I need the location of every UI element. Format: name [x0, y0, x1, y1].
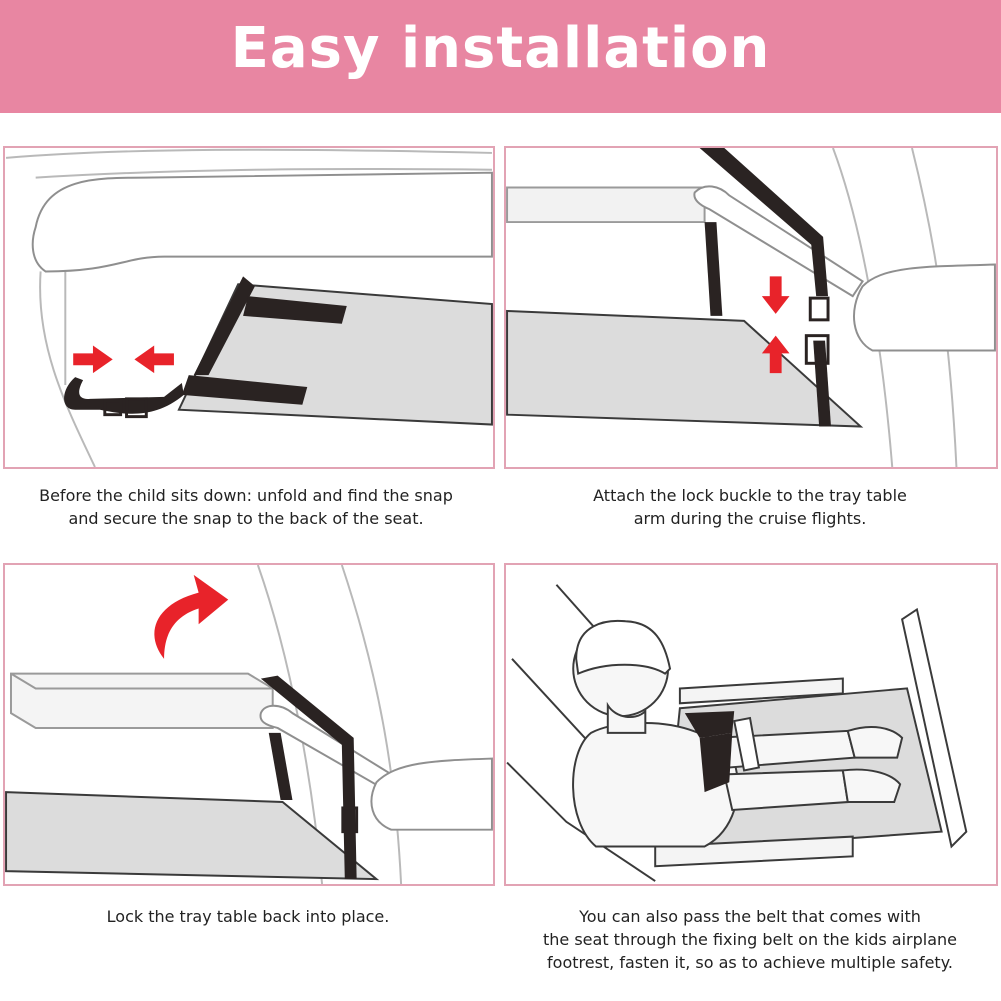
armrest	[370, 757, 493, 831]
tray-table	[506, 186, 706, 224]
header-banner: Easy installation	[0, 0, 1001, 113]
seat-edge-top	[678, 677, 844, 705]
armrest	[853, 263, 996, 352]
step-2-illustration	[504, 146, 998, 469]
child-figure	[572, 619, 904, 848]
step-2-caption: Attach the lock buckle to the tray table…	[593, 486, 907, 528]
buckle-icon	[103, 397, 148, 419]
footrest-mat	[5, 791, 380, 881]
armrest	[31, 171, 493, 273]
arrow-down-icon	[761, 276, 790, 314]
arrow-right-icon	[73, 345, 113, 374]
arrow-curved-icon	[154, 574, 229, 659]
step-1-illustration	[3, 146, 495, 469]
buckle-icon	[804, 296, 830, 365]
arrow-up-icon	[761, 335, 790, 374]
step-3-caption: Lock the tray table back into place.	[106, 907, 390, 926]
arrow-left-icon	[134, 345, 174, 374]
strap	[64, 276, 347, 414]
step-4-caption: You can also pass the belt that comes wi…	[542, 907, 958, 972]
step-1-caption: Before the child sits down: unfold and f…	[39, 486, 453, 528]
buckle-icon	[341, 806, 359, 834]
step-4-illustration	[504, 563, 998, 886]
tray-table	[9, 672, 274, 729]
belt-strap	[684, 711, 735, 793]
step-3-illustration	[3, 563, 495, 886]
strap	[260, 675, 357, 880]
seat-back-panel	[900, 607, 968, 849]
page-title: Easy installation	[230, 16, 771, 81]
footrest-mat	[506, 309, 864, 428]
